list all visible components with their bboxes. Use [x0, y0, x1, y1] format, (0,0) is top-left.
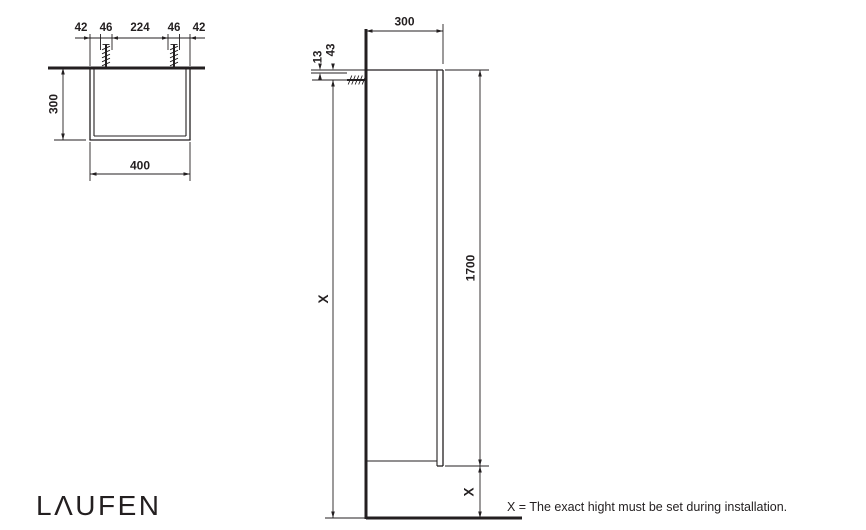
plan-depth-dimension: 300	[47, 68, 86, 141]
dim-label-42-left: 42	[75, 22, 88, 34]
screw-offset-dimensions: 43 13	[311, 44, 366, 81]
bottom-clearance-dimension: X	[462, 466, 482, 518]
screw-icon	[101, 44, 111, 67]
arrowhead	[61, 68, 65, 75]
cabinet-height-dim-label: 1700	[464, 254, 478, 281]
arrowhead	[478, 70, 482, 77]
dim-label-43: 43	[326, 44, 338, 57]
dim-label-46-right: 46	[168, 22, 181, 34]
screw-icon	[169, 44, 179, 67]
cabinet-side-outline	[366, 69, 444, 467]
dim-label-224: 224	[130, 22, 150, 34]
install-height-dimension: X	[316, 80, 335, 518]
spacing-dimension-chain: 42 46 224 46 42	[75, 22, 206, 66]
plan-width-dim-label: 400	[130, 159, 150, 173]
arrowhead	[183, 172, 190, 176]
arrowhead	[318, 73, 322, 80]
laufen-logo: LΛUFEN	[36, 490, 162, 521]
arrowhead	[331, 63, 335, 70]
arrowhead	[112, 36, 118, 40]
arrowhead	[61, 133, 65, 140]
bottom-clearance-dim-label: X	[462, 487, 477, 496]
dim-label-42-right: 42	[193, 22, 206, 34]
arrowhead	[478, 511, 482, 518]
arrowhead	[478, 466, 482, 473]
arrowhead	[190, 36, 196, 40]
side-view-elevation: 300 43 13 X	[311, 15, 522, 520]
side-depth-dimension: 300	[366, 15, 444, 64]
arrowhead	[90, 172, 97, 176]
plan-depth-dim-label: 300	[47, 94, 61, 114]
dim-label-46-left: 46	[100, 22, 113, 34]
arrowhead	[162, 36, 168, 40]
arrowhead	[436, 29, 443, 33]
cabinet-plan-outline	[89, 68, 191, 141]
arrowhead	[84, 36, 90, 40]
plan-width-dimension: 400	[89, 142, 191, 181]
top-view-plan: 42 46 224 46 42	[47, 22, 206, 181]
arrowhead	[478, 459, 482, 466]
side-depth-dim-label: 300	[394, 15, 414, 29]
cabinet-height-dimension: 1700	[445, 69, 489, 467]
arrowhead	[318, 63, 322, 70]
installation-note: X = The exact hight must be set during i…	[507, 500, 787, 514]
screw-icon-side	[347, 75, 367, 85]
arrowhead	[331, 511, 335, 518]
dim-label-13: 13	[313, 51, 325, 64]
install-height-dim-label: X	[316, 294, 331, 303]
arrowhead	[366, 29, 373, 33]
arrowhead	[331, 80, 335, 87]
